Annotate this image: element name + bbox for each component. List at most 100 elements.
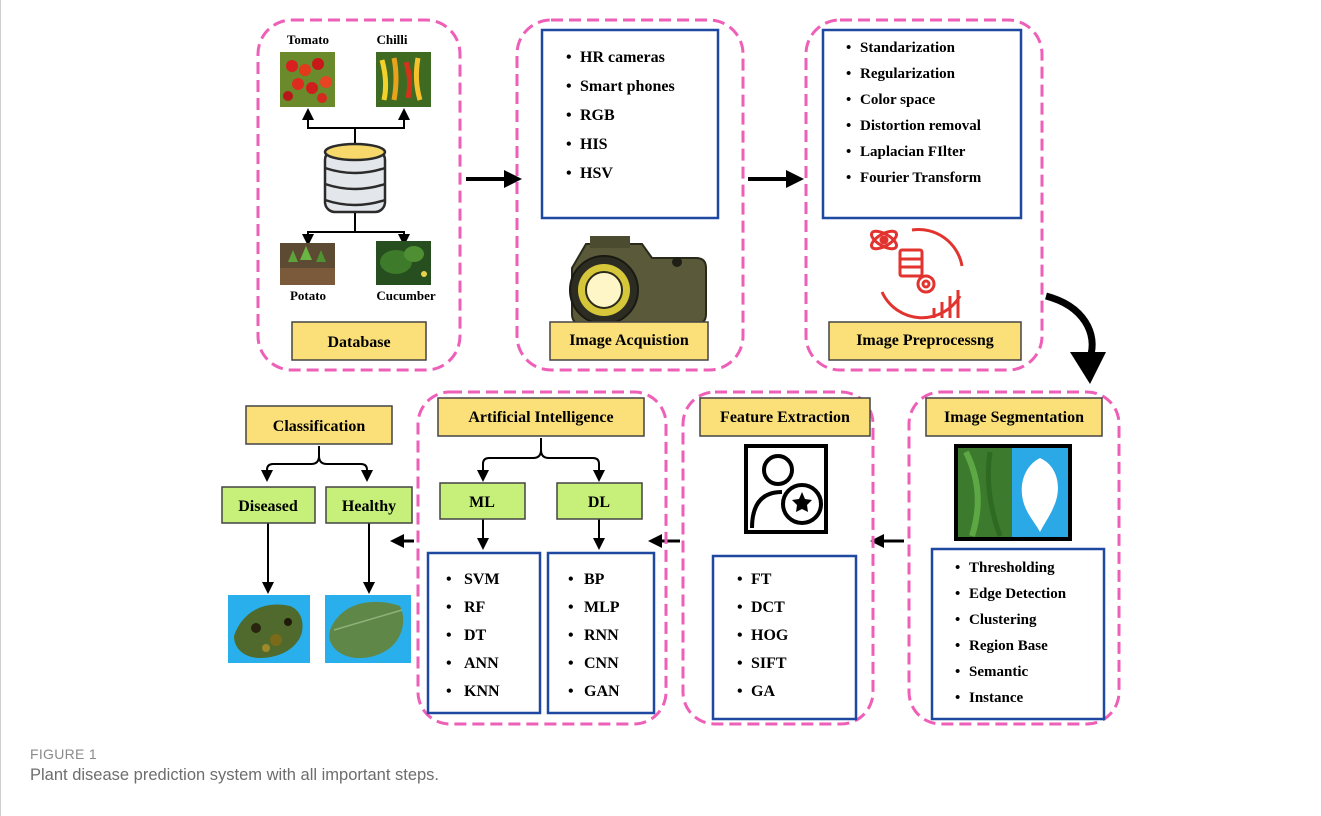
dl-item-1: BP <box>584 571 605 588</box>
dl-item-3: RNN <box>584 627 619 644</box>
preprocessing-list: • Standarization • Regularization • Colo… <box>846 40 982 186</box>
preprocessing-bullet-1: • <box>846 40 851 56</box>
dl-list-box <box>546 551 656 715</box>
segmentation-bullet-2: • <box>955 586 960 602</box>
dl-bullet-4: • <box>568 655 574 672</box>
acquisition-list: • HR cameras • Smart phones • RGB • HIS … <box>566 49 675 182</box>
segmentation-item-5: Semantic <box>969 664 1029 680</box>
camera-icon <box>569 236 707 325</box>
feature-list: • FT • DCT • HOG • SIFT • GA <box>737 571 789 700</box>
leaf-segmentation-image <box>954 444 1072 541</box>
segmentation-list-box <box>930 547 1106 721</box>
preprocessing-title: Image Preprocessng <box>856 332 994 349</box>
cucumber-leaves <box>380 246 427 277</box>
feature-panel: Feature Extraction • FT • DCT • HOG • SI… <box>681 390 875 726</box>
segmentation-bullet-1: • <box>955 560 960 576</box>
feature-item-2: DCT <box>751 599 785 616</box>
acquisition-list-box <box>540 28 720 220</box>
preprocessing-item-6: Fourier Transform <box>860 170 982 186</box>
arrow-ai-to-classification <box>390 534 414 548</box>
segmentation-panel-border <box>907 390 1121 726</box>
arrow-segmentation-to-feature <box>870 534 904 548</box>
dl-bullet-2: • <box>568 599 574 616</box>
acquisition-bullet-5: • <box>566 165 572 182</box>
segmentation-item-6: Instance <box>969 690 1024 706</box>
crop-label-chilli: Chilli <box>376 32 407 47</box>
acquisition-panel-border <box>515 18 745 372</box>
segmentation-item-3: Clustering <box>969 612 1037 628</box>
ml-bullet-5: • <box>446 683 452 700</box>
feature-title-box <box>699 397 871 437</box>
acquisition-bullet-1: • <box>566 49 572 66</box>
ai-connectors <box>477 438 605 550</box>
segmentation-item-1: Thresholding <box>969 560 1055 576</box>
preprocessing-title-box <box>828 321 1022 361</box>
dl-item-5: GAN <box>584 683 620 700</box>
preprocessing-bullet-5: • <box>846 144 851 160</box>
arrow-feature-to-ai <box>648 534 680 548</box>
segmentation-bullet-6: • <box>955 690 960 706</box>
diseased-leaf-image <box>228 595 310 663</box>
ai-panel-border <box>416 390 668 726</box>
ai-title-box <box>437 397 645 437</box>
acquisition-item-2: Smart phones <box>580 78 675 95</box>
arrow-preprocessing-to-segmentation <box>1045 292 1106 384</box>
segmentation-panel: Image Segmentation • Thresholding • Edge… <box>907 390 1121 726</box>
database-connectors <box>302 108 410 246</box>
crop-label-tomato: Tomato <box>287 32 329 47</box>
feature-bullet-3: • <box>737 627 743 644</box>
preprocessing-panel: • Standarization • Regularization • Colo… <box>804 18 1044 372</box>
ml-bullet-3: • <box>446 627 452 644</box>
preprocessing-item-2: Regularization <box>860 66 956 82</box>
ml-list-box <box>426 551 542 715</box>
figure-label: FIGURE 1 <box>30 746 97 762</box>
dl-bullet-3: • <box>568 627 574 644</box>
feature-item-1: FT <box>751 571 772 588</box>
healthy-box <box>325 486 413 524</box>
healthy-label: Healthy <box>342 498 396 515</box>
ml-bullet-1: • <box>446 571 452 588</box>
database-title-box <box>291 321 427 361</box>
processing-gear-icon <box>870 228 964 320</box>
preprocessing-bullet-3: • <box>846 92 851 108</box>
feature-item-5: GA <box>751 683 775 700</box>
dl-bullet-1: • <box>568 571 574 588</box>
acquisition-title: Image Acquistion <box>569 332 689 349</box>
feature-bullet-4: • <box>737 655 743 672</box>
segmentation-bullet-4: • <box>955 638 960 654</box>
dl-label: DL <box>588 494 610 511</box>
preprocessing-list-box <box>821 28 1023 220</box>
ml-item-4: ANN <box>464 655 499 672</box>
dl-bullet-5: • <box>568 683 574 700</box>
ml-box <box>439 482 526 520</box>
preprocessing-panel-border <box>804 18 1044 372</box>
classification-block: Classification Diseased Healthy <box>221 405 413 663</box>
acquisition-item-4: HIS <box>580 136 608 153</box>
ai-title: Artificial Intelligence <box>468 409 613 426</box>
feature-item-3: HOG <box>751 627 789 644</box>
dl-list: • BP • MLP • RNN • CNN • GAN <box>568 571 620 700</box>
segmentation-title: Image Segmentation <box>944 409 1084 426</box>
acquisition-bullet-2: • <box>566 78 572 95</box>
page-left-rule <box>0 0 1 816</box>
segmentation-list: • Thresholding • Edge Detection • Cluste… <box>955 560 1067 706</box>
feature-user-icon <box>744 444 828 534</box>
segmentation-bullet-5: • <box>955 664 960 680</box>
diseased-label: Diseased <box>238 498 298 515</box>
ml-item-5: KNN <box>464 683 500 700</box>
acquisition-title-box <box>549 321 709 361</box>
acquisition-panel: • HR cameras • Smart phones • RGB • HIS … <box>515 18 745 372</box>
preprocessing-item-1: Standarization <box>860 40 956 56</box>
ml-label: ML <box>469 494 495 511</box>
preprocessing-item-4: Distortion removal <box>860 118 981 134</box>
acquisition-bullet-3: • <box>566 107 572 124</box>
ai-panel: Artificial Intelligence ML DL • SVM • RF… <box>416 390 668 726</box>
dl-item-2: MLP <box>584 599 620 616</box>
database-title: Database <box>327 334 390 351</box>
ml-list: • SVM • RF • DT • ANN • KNN <box>446 571 500 700</box>
preprocessing-bullet-2: • <box>846 66 851 82</box>
ml-bullet-4: • <box>446 655 452 672</box>
feature-title: Feature Extraction <box>720 409 850 426</box>
segmentation-item-4: Region Base <box>969 638 1048 654</box>
